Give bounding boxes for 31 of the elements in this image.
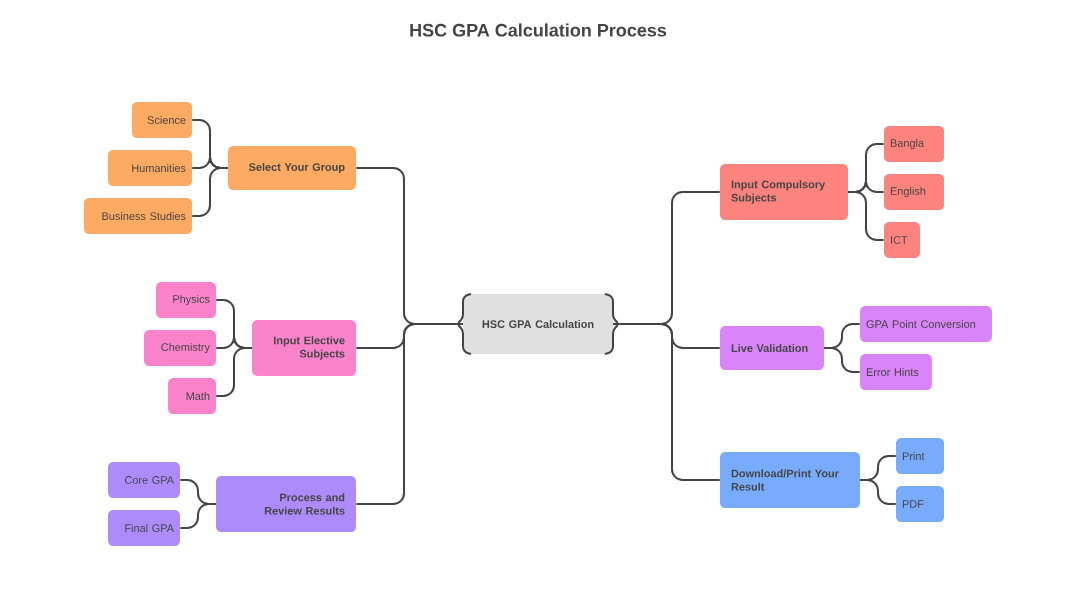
item-box: Bangla xyxy=(884,126,944,162)
connector xyxy=(823,347,861,373)
branch-box: Select Your Group xyxy=(228,146,356,190)
item-box: Physics xyxy=(156,282,216,318)
connector xyxy=(355,323,464,505)
item-box: English xyxy=(884,174,944,210)
connector xyxy=(179,503,217,529)
branch-box: Process and Review Results xyxy=(216,476,356,532)
item-box: Math xyxy=(168,378,216,414)
connector xyxy=(215,347,253,397)
branch-box: Input Elective Subjects xyxy=(252,320,356,376)
item-box: Print xyxy=(896,438,944,474)
item-box: Humanities xyxy=(108,150,192,186)
item-box: GPA Point Conversion xyxy=(860,306,992,342)
item-box: Final GPA xyxy=(108,510,180,546)
branch-box: Live Validation xyxy=(720,326,824,370)
item-box: Chemistry xyxy=(144,330,216,366)
item-box: Error Hints xyxy=(860,354,932,390)
item-box: Science xyxy=(132,102,192,138)
item-box: ICT xyxy=(884,222,920,258)
branch-box: Download/Print Your Result xyxy=(720,452,860,508)
connector xyxy=(859,479,897,505)
title: HSC GPA Calculation Process xyxy=(410,23,667,37)
connector xyxy=(612,323,721,481)
topic-box: HSC GPA Calculation xyxy=(457,293,619,355)
item-box: PDF xyxy=(896,486,944,522)
item-box: Business Studies xyxy=(84,198,192,234)
item-box: Core GPA xyxy=(108,462,180,498)
connector xyxy=(847,191,885,241)
connector xyxy=(191,167,229,217)
branch-box: Input Compulsory Subjects xyxy=(720,164,848,220)
